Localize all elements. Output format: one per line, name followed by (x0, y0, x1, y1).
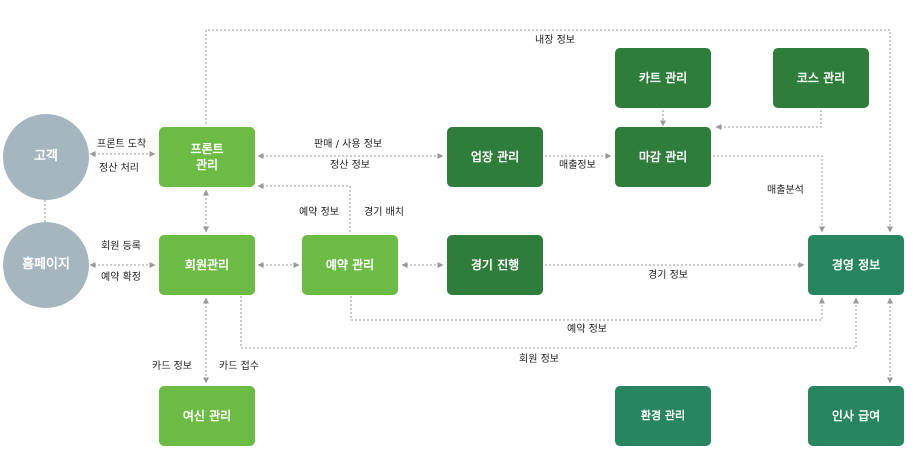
label-card-receipt: 카드 접수 (219, 361, 259, 372)
node-member: 회원관리 (159, 235, 255, 295)
label-member-info: 회원 정보 (519, 354, 559, 365)
node-closing: 마감 관리 (615, 127, 711, 187)
label-settlement: 정산 처리 (99, 163, 139, 174)
arrow-course-closing (715, 110, 822, 130)
node-course: 코스 관리 (773, 48, 869, 108)
node-management: 경영 정보 (808, 235, 904, 295)
label-front-arrival: 프론트 도착 (97, 139, 147, 150)
arrow-closing-management (713, 155, 825, 233)
node-front: 프론트 관리 (159, 127, 255, 187)
arrow-front-management-top (205, 29, 893, 233)
node-reservation: 예약 관리 (302, 235, 398, 295)
node-hr: 인사 급여 (808, 386, 904, 446)
label-game-assign: 경기 배치 (364, 207, 404, 218)
arrow-reservation-front (257, 183, 351, 232)
arrow-reservation-management (350, 296, 825, 321)
label-reservation-confirm: 예약 확정 (101, 272, 141, 283)
arrow-member-management (240, 296, 859, 349)
label-sales-info: 매출정보 (559, 160, 596, 171)
node-environment: 환경 관리 (615, 386, 711, 446)
label-sales-usage: 판매 / 사용 정보 (314, 139, 383, 150)
label-card-info: 카드 정보 (152, 361, 192, 372)
label-game-info: 경기 정보 (648, 270, 688, 281)
node-course-op: 업장 관리 (447, 127, 543, 187)
node-homepage: 홈페이지 (3, 222, 89, 308)
node-game: 경기 진행 (447, 235, 543, 295)
node-credit: 여신 관리 (159, 386, 255, 446)
node-cart: 카트 관리 (615, 48, 711, 108)
label-internal-info: 내장 정보 (535, 35, 575, 46)
label-reservation-info-2: 예약 정보 (567, 324, 607, 335)
label-settlement-info: 정산 정보 (330, 160, 370, 171)
node-customer: 고객 (3, 114, 89, 200)
label-member-register: 회원 등록 (101, 241, 141, 252)
label-sales-analysis: 매출분석 (767, 185, 804, 196)
label-reservation-info-1: 예약 정보 (299, 207, 339, 218)
